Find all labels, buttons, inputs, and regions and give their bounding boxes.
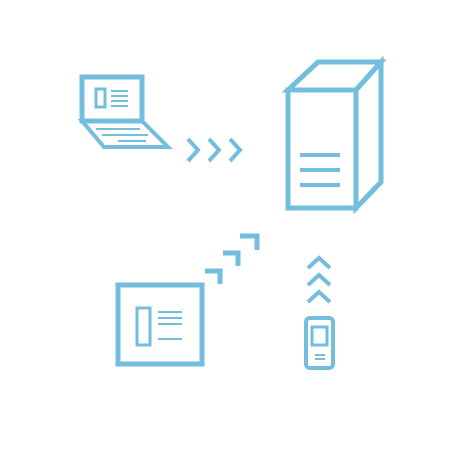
chevron-right-icon — [186, 137, 201, 163]
chevron-up-icon — [306, 289, 332, 304]
tablet-icon — [115, 282, 205, 367]
mobile-phone-icon — [304, 316, 335, 370]
corner-arrow-up-right-icon — [240, 233, 260, 250]
chevron-up-icon — [306, 272, 332, 287]
corner-arrow-up-right-icon — [205, 268, 223, 284]
connection-tablet-to-server — [205, 233, 260, 284]
corner-arrow-up-right-icon — [223, 250, 241, 266]
chevron-up-icon — [306, 255, 332, 270]
connection-laptop-to-server — [186, 137, 243, 163]
connection-phone-to-server — [306, 255, 332, 304]
chevron-right-icon — [228, 137, 243, 163]
laptop-icon — [77, 74, 173, 149]
chevron-right-icon — [207, 137, 222, 163]
server-tower-icon — [281, 55, 387, 215]
